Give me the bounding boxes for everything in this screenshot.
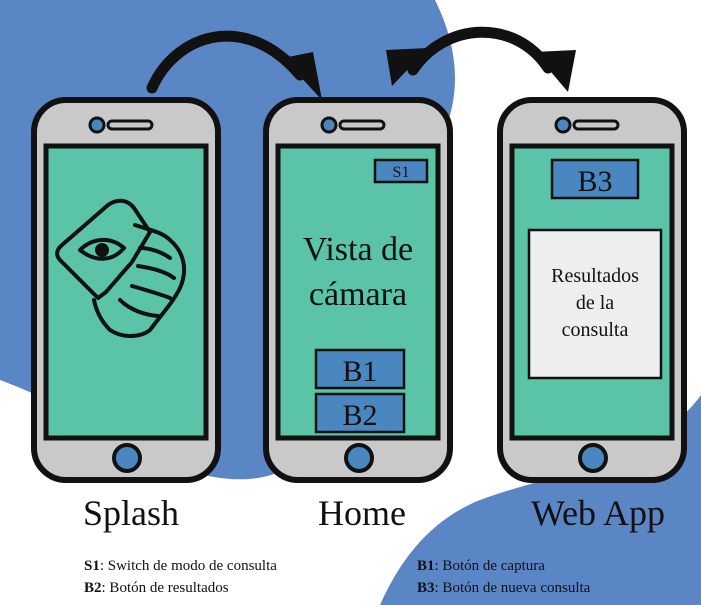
s1-switch [373,158,429,184]
results-line3: consulta [562,319,629,341]
speaker-icon [572,119,620,131]
legend-b1-key: B1 [417,558,435,574]
b3-new-query-button [550,158,640,200]
legend-s1-text: : Switch de modo de consulta [99,558,277,574]
camera-view-line2: cámara [309,276,407,313]
camera-view-line1: Vista de [303,231,413,268]
phone-splash [31,97,221,483]
legend-b2-text: : Botón de resultados [101,580,229,596]
splash-screen [43,143,209,441]
speaker-icon [106,119,154,131]
results-panel [527,228,663,380]
legend-b2: B2: Botón de resultados [84,580,229,597]
arrowhead-splash-to-home [283,52,322,100]
label-home: Home [318,493,406,533]
legend-b3-text: : Botón de nueva consulta [434,580,591,596]
s1-label: S1 [393,164,410,181]
front-camera-icon [88,116,106,134]
front-camera-icon [320,116,338,134]
speaker-icon [338,119,386,131]
label-webapp: Web App [530,493,666,533]
front-camera-icon [554,116,572,134]
arrow-splash-to-home [146,30,306,94]
home-button-icon [344,443,374,473]
home-button-icon [112,443,142,473]
b1-capture-button [314,348,406,390]
label-splash: Splash [82,493,179,533]
b1-label: B1 [342,355,377,388]
arrowhead-to-webapp [534,50,576,92]
legend-s1: S1: Switch de modo de consulta [84,558,277,575]
home-screen [275,143,441,441]
legend-b1: B1: Botón de captura [417,558,545,575]
legend-b2-key: B2 [84,580,102,596]
b2-results-button [314,392,406,434]
background-blob-right [380,395,701,605]
b2-label: B2 [342,399,377,432]
legend-b3: B3: Botón de nueva consulta [417,580,590,597]
phone-webapp: B3 Resultados de la consulta [497,97,687,483]
results-line2: de la [576,292,614,314]
results-line1: Resultados [551,265,639,287]
b3-label: B3 [577,165,612,198]
home-button-icon [578,443,608,473]
legend-s1-key: S1 [84,558,100,574]
legend-b3-key: B3 [417,580,435,596]
hand-card-eye-logo-icon [55,198,187,338]
phone-home: S1 Vista de cámara B1 B2 [263,97,453,483]
legend-b1-text: : Botón de captura [434,558,545,574]
arrowhead-to-home [386,48,428,86]
